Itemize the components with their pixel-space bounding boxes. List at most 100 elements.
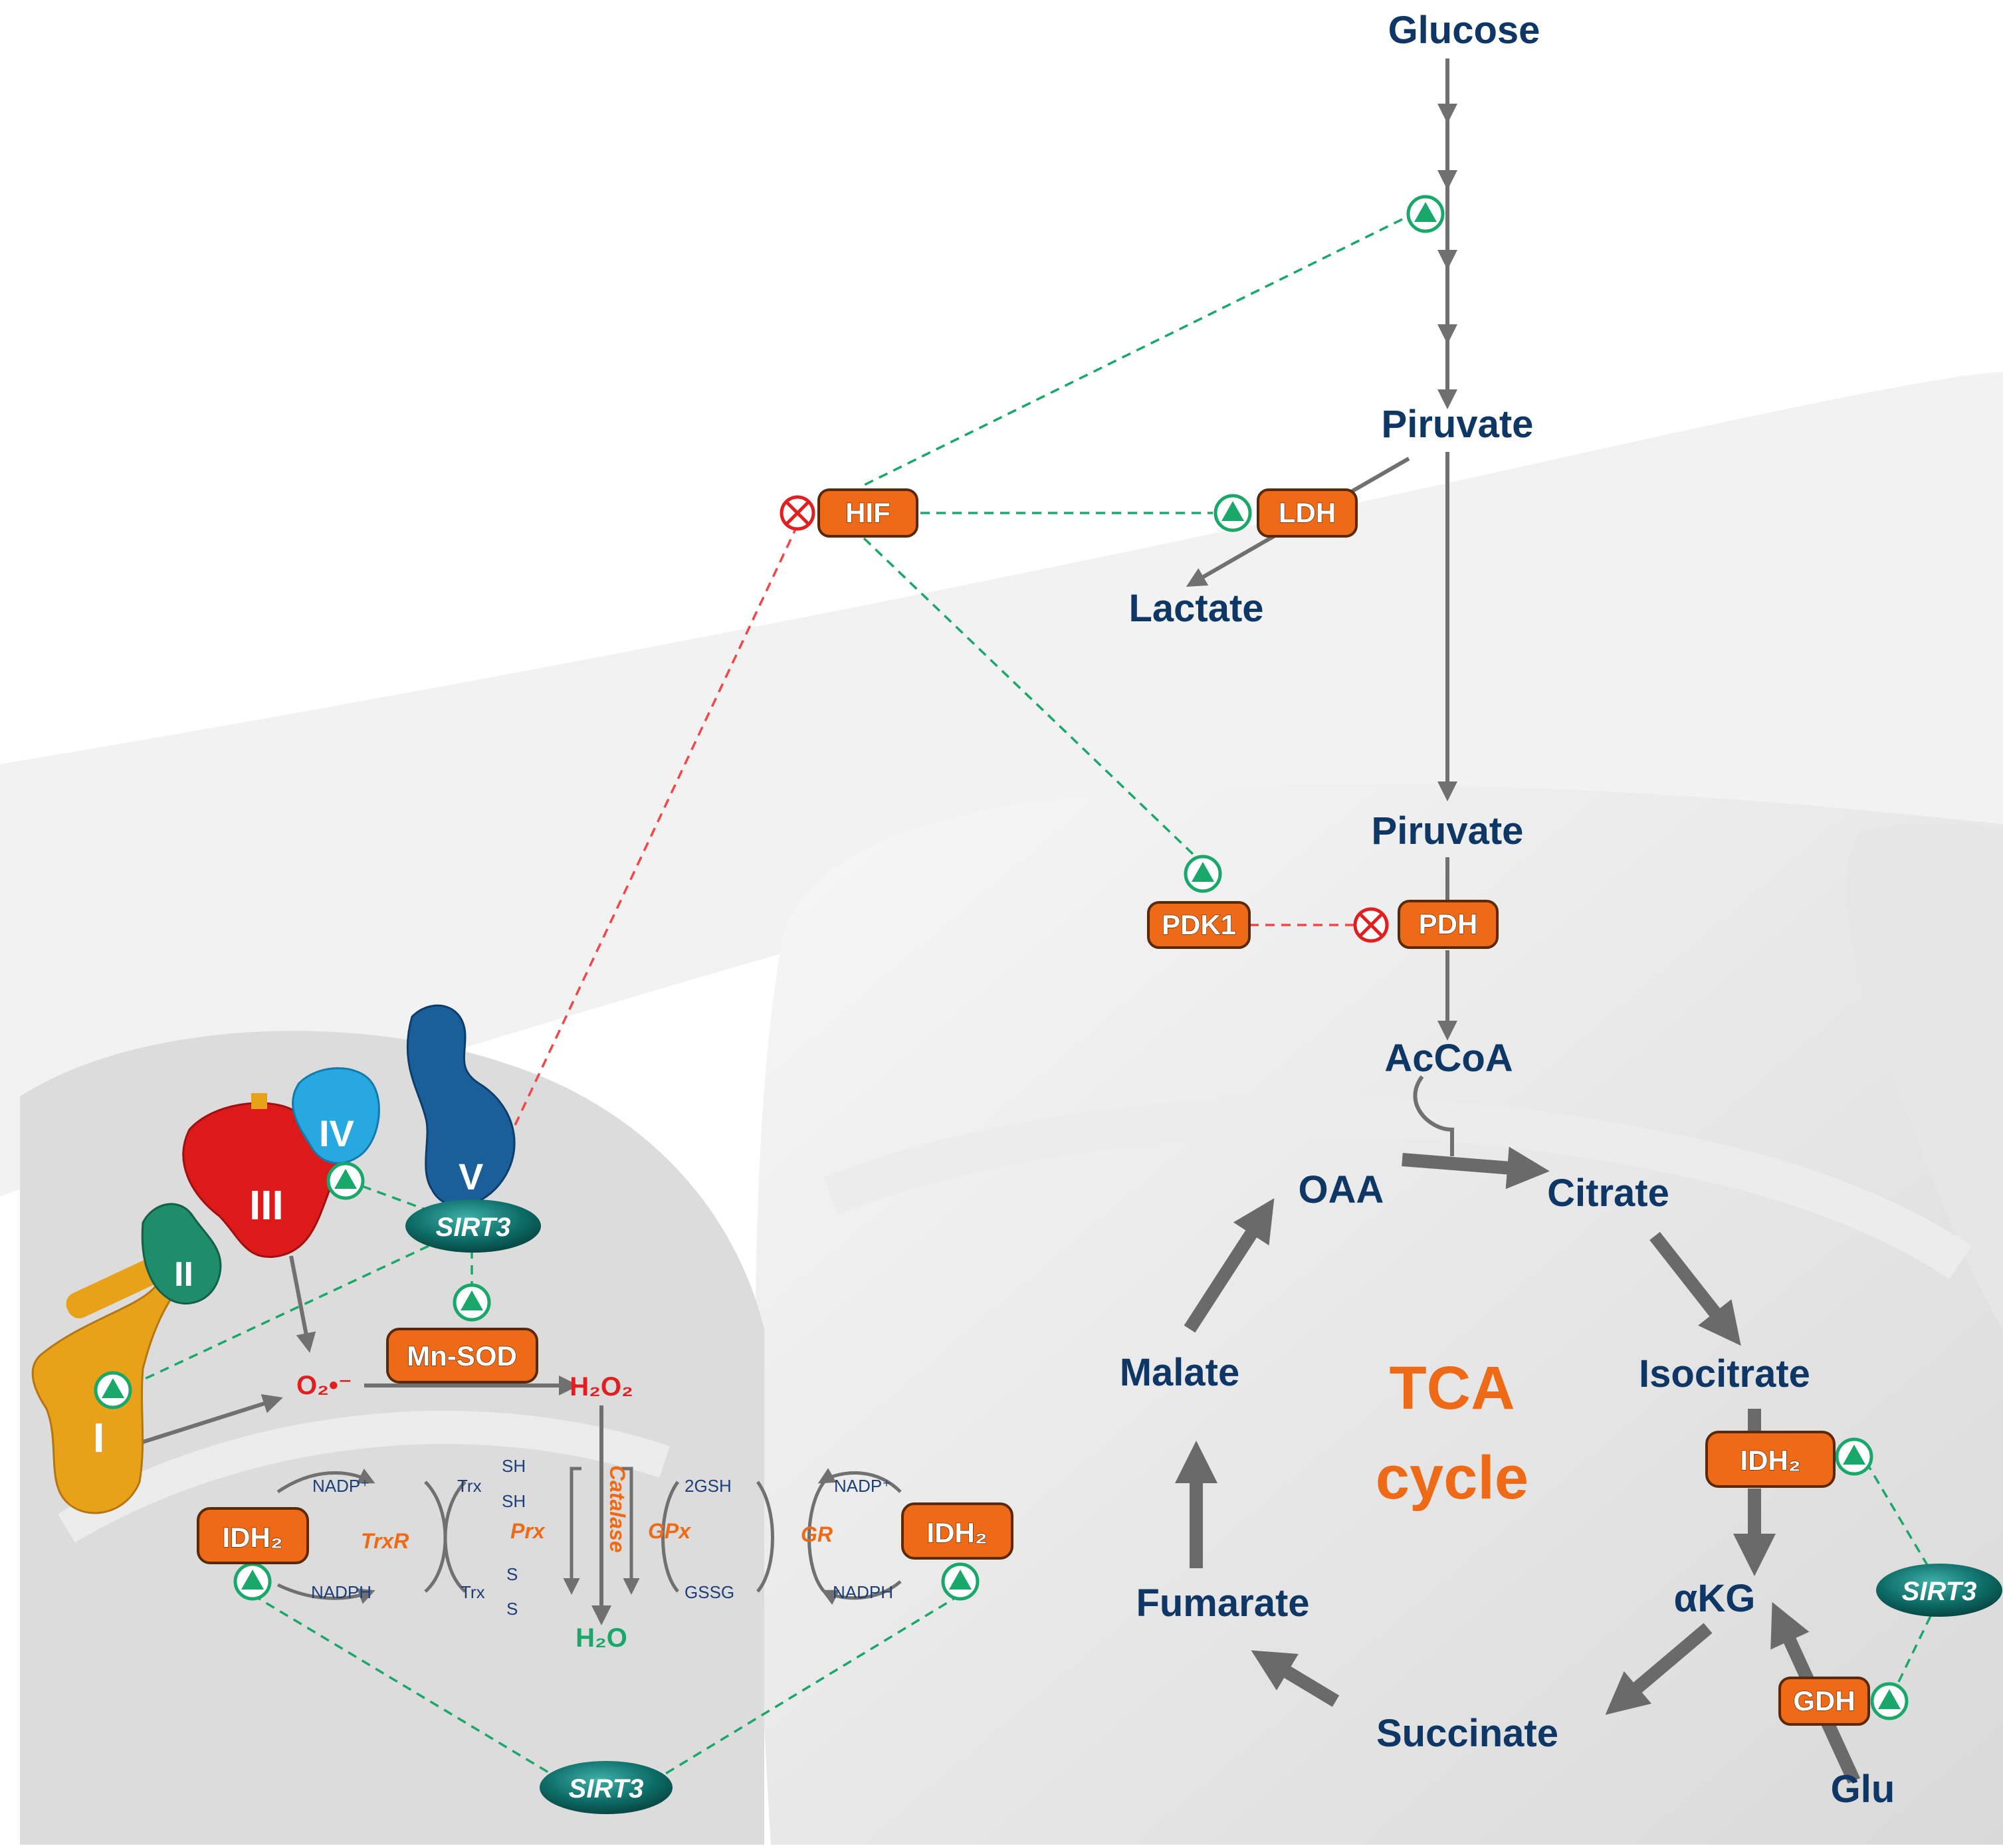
trxr-arc	[276, 1583, 375, 1604]
activation-icon	[94, 1371, 132, 1409]
gpx-label: GPx	[648, 1519, 691, 1543]
metabolites: Glucose Piruvate Lactate Piruvate AcCoA …	[296, 9, 1895, 1811]
gssg-label: GSSG	[685, 1582, 734, 1602]
reg-line	[863, 218, 1403, 486]
activation-icon	[233, 1562, 272, 1601]
gdh-label: GDH	[1793, 1685, 1855, 1716]
enzymes: HIF LDH PDK1 PDH IDH₂ GDH Mn-SOD IDH₂	[197, 488, 1870, 1726]
pdh-enzyme: PDH	[1398, 900, 1499, 949]
cycle-arrow	[1402, 1146, 1550, 1189]
idh2-left-enzyme: IDH₂	[197, 1507, 309, 1564]
trx-ss-label: Trx	[461, 1582, 485, 1602]
gdh-enzyme: GDH	[1778, 1677, 1870, 1726]
catalase-label: Catalase	[605, 1465, 629, 1553]
trx-sh-label: Trx	[457, 1476, 482, 1496]
cycle-arrow	[1184, 1198, 1275, 1333]
citrate-label: Citrate	[1547, 1172, 1669, 1215]
sirt3-bottom-label: SIRT3	[569, 1774, 644, 1803]
prx-label: Prx	[510, 1519, 546, 1543]
glu-label: Glu	[1831, 1768, 1895, 1811]
inhibition-markers	[780, 495, 1389, 943]
sirt3-tca-label: SIRT3	[1902, 1577, 1977, 1606]
reg-line	[126, 1245, 429, 1389]
idh2-tca-enzyme: IDH₂	[1705, 1431, 1836, 1488]
activation-icon	[1184, 855, 1222, 893]
idh2-right-label: IDH₂	[927, 1517, 988, 1548]
sirt3-mito-node: SIRT3	[405, 1199, 541, 1253]
sirt3-bottom-node: SIRT3	[540, 1761, 673, 1814]
hif-enzyme: HIF	[817, 488, 918, 538]
inhibition-icon	[1353, 907, 1389, 943]
gr-label: GR	[801, 1522, 833, 1546]
lactate-label: Lactate	[1128, 587, 1263, 630]
activation-icon	[326, 1162, 365, 1200]
accoa-entry	[1413, 1075, 1454, 1156]
reg-line	[1896, 1615, 1932, 1685]
complex-iv-shape: IV	[292, 1067, 380, 1164]
s-top-label: S	[506, 1564, 518, 1584]
piruvate-cyto-label: Piruvate	[1382, 403, 1534, 446]
activation-icon	[1835, 1437, 1873, 1476]
ros-arrow	[142, 1393, 283, 1444]
h2o-label: H₂O	[576, 1623, 627, 1653]
superoxide-label: O₂•⁻	[296, 1371, 352, 1400]
piruvate-mito-label: Piruvate	[1372, 809, 1524, 853]
complex-iii-shape: III	[182, 1093, 338, 1258]
activation-icon	[1406, 195, 1445, 233]
nadp-right-label: NADP⁺	[834, 1476, 891, 1496]
redox-arrows	[142, 1255, 902, 1625]
sh-bottom-label: SH	[502, 1491, 526, 1511]
tca-line2: cycle	[1376, 1444, 1529, 1512]
idh2-arc	[821, 1580, 902, 1605]
idh2-arc	[817, 1468, 902, 1493]
pdk1-enzyme: PDK1	[1147, 901, 1251, 949]
nadph-right-label: NADPH	[833, 1582, 893, 1602]
ros-arrow	[289, 1255, 316, 1353]
sirt3-tca-node: SIRT3	[1876, 1564, 2002, 1617]
cycle-arrow	[1251, 1650, 1340, 1707]
sirt3-mito-label: SIRT3	[436, 1213, 511, 1242]
redox-labels: NADP⁺ NADPH Trx SH SH Trx S S TrxR Prx C…	[311, 1456, 893, 1619]
reg-line	[664, 1593, 961, 1776]
trxr-label: TrxR	[361, 1529, 409, 1553]
activation-icon	[941, 1562, 980, 1601]
idh2-left-label: IDH₂	[223, 1522, 283, 1553]
pdh-label: PDH	[1419, 908, 1478, 940]
succinate-label: Succinate	[1376, 1712, 1558, 1755]
malate-label: Malate	[1120, 1351, 1240, 1394]
akg-label: αKG	[1674, 1577, 1756, 1620]
tca-line1: TCA	[1389, 1354, 1515, 1422]
ldh-enzyme: LDH	[1257, 488, 1358, 538]
cycle-arrow	[1605, 1623, 1713, 1715]
gr-circle	[807, 1481, 826, 1593]
fumarate-label: Fumarate	[1136, 1582, 1309, 1625]
regulation-lines	[126, 218, 1932, 1776]
complex-iv-label: IV	[319, 1112, 354, 1154]
complex-iii-label: III	[249, 1183, 284, 1229]
gr-circle	[756, 1481, 774, 1593]
activation-icon	[1870, 1682, 1909, 1720]
activation-markers	[94, 195, 1909, 1720]
reg-line	[1865, 1461, 1929, 1566]
mnsod-label: Mn-SOD	[407, 1340, 517, 1372]
accoa-label: AcCoA	[1384, 1037, 1513, 1080]
reg-line	[477, 524, 799, 1203]
cycle-arrow	[1649, 1231, 1741, 1346]
prx-circle	[424, 1481, 447, 1593]
idh2-right-enzyme: IDH₂	[901, 1502, 1013, 1560]
activation-icon	[1213, 494, 1252, 532]
activation-icon	[453, 1283, 491, 1322]
gsh-label: 2GSH	[685, 1476, 732, 1496]
sirt3-nodes: SIRT3 SIRT3 SIRT3	[405, 1199, 2002, 1814]
nadp-left-label: NADP⁺	[312, 1476, 369, 1496]
reg-line	[863, 537, 1198, 859]
inhibition-icon	[780, 495, 815, 531]
isocitrate-label: Isocitrate	[1639, 1352, 1810, 1395]
oaa-label: OAA	[1299, 1168, 1384, 1211]
idh2-tca-label: IDH₂	[1740, 1445, 1801, 1476]
reg-line	[252, 1593, 552, 1776]
pdk1-label: PDK1	[1162, 909, 1236, 940]
